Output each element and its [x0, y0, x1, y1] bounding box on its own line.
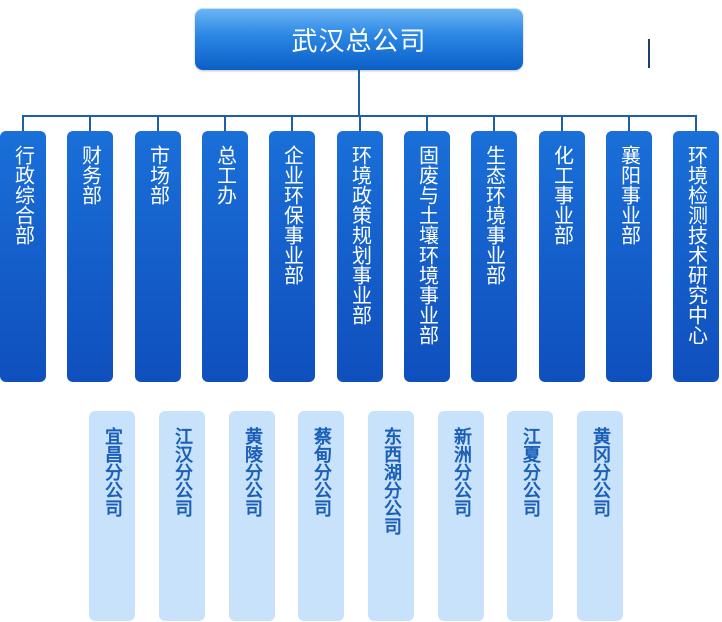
- root-node: 武汉总公司: [195, 8, 523, 70]
- department-connector: [89, 115, 91, 131]
- department-connector: [426, 115, 428, 131]
- department-node: 企业环保事业部: [269, 131, 315, 382]
- department-node: 固废与土壤环境事业部: [404, 131, 450, 382]
- branch-node: 东西湖分公司: [368, 411, 414, 621]
- department-label: 企业环保事业部: [280, 145, 305, 285]
- department-node: 财务部: [67, 131, 113, 382]
- department-connector: [695, 115, 697, 131]
- department-connector: [224, 115, 226, 131]
- branch-node: 江夏分公司: [507, 411, 553, 621]
- department-label: 化工事业部: [550, 145, 575, 245]
- branch-label: 新洲分公司: [451, 427, 472, 517]
- branch-node: 黄陵分公司: [229, 411, 275, 621]
- department-connector: [22, 115, 24, 131]
- department-label: 总工办: [213, 145, 238, 205]
- branch-node: 新洲分公司: [438, 411, 484, 621]
- department-label: 固废与土壤环境事业部: [415, 145, 440, 345]
- department-node: 环境政策规划事业部: [337, 131, 383, 382]
- branch-label: 江汉分公司: [172, 427, 193, 517]
- department-connector: [628, 115, 630, 131]
- branch-label: 黄陵分公司: [242, 427, 263, 517]
- department-connector: [157, 115, 159, 131]
- department-node: 生态环境事业部: [471, 131, 517, 382]
- department-label: 生态环境事业部: [482, 145, 507, 285]
- department-node: 襄阳事业部: [606, 131, 652, 382]
- department-node: 行政综合部: [0, 131, 46, 382]
- branch-label: 宜昌分公司: [102, 427, 123, 517]
- department-label: 财务部: [78, 145, 103, 205]
- branch-label: 江夏分公司: [520, 427, 541, 517]
- branch-node: 蔡甸分公司: [298, 411, 344, 621]
- branch-node: 江汉分公司: [159, 411, 205, 621]
- department-label: 行政综合部: [11, 145, 36, 245]
- root-label: 武汉总公司: [291, 26, 427, 57]
- branch-label: 蔡甸分公司: [311, 427, 332, 517]
- department-label: 环境政策规划事业部: [348, 145, 373, 325]
- branch-label: 东西湖分公司: [381, 427, 402, 535]
- department-connector: [493, 115, 495, 131]
- branch-label: 黄冈分公司: [590, 427, 611, 517]
- department-connector: [359, 115, 361, 131]
- department-label: 环境检测技术研究中心: [684, 145, 709, 345]
- department-label: 市场部: [146, 145, 171, 205]
- department-node: 市场部: [135, 131, 181, 382]
- department-connector: [291, 115, 293, 131]
- department-connector: [561, 115, 563, 131]
- department-node: 环境检测技术研究中心: [673, 131, 719, 382]
- branch-node: 宜昌分公司: [89, 411, 135, 621]
- department-label: 襄阳事业部: [617, 145, 642, 245]
- text-cursor: [648, 39, 650, 68]
- department-node: 化工事业部: [539, 131, 585, 382]
- branch-node: 黄冈分公司: [577, 411, 623, 621]
- department-node: 总工办: [202, 131, 248, 382]
- root-stem-line: [358, 70, 360, 116]
